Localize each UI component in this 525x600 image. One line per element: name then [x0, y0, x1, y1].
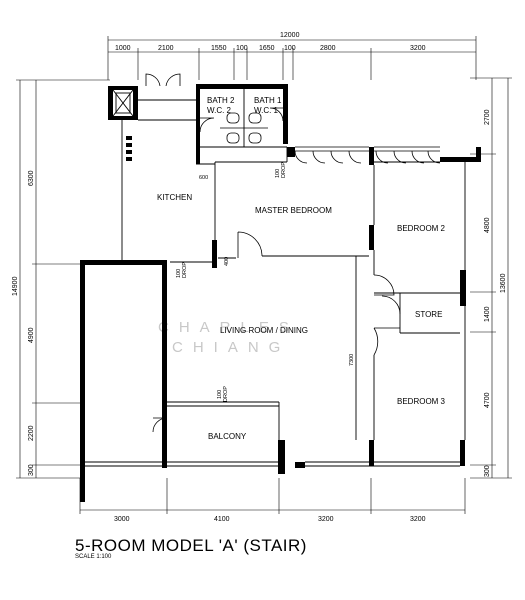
- bottom-dimension-chain: [79, 478, 466, 514]
- bath1-label-1: BATH 1: [254, 96, 282, 105]
- bath2-label-1: BATH 2: [207, 96, 235, 105]
- master-dim-400: 400: [224, 257, 230, 266]
- bedroom3-label: BEDROOM 3: [397, 397, 446, 406]
- left-total-dim: 14900: [12, 276, 19, 296]
- master-bedroom-label: MASTER BEDROOM: [255, 206, 332, 215]
- living-dining-label: LIVING ROOM / DINING: [220, 326, 308, 335]
- right-dim-1400: 1400: [484, 306, 491, 322]
- left-dim-300: 300: [28, 464, 35, 476]
- right-dim-300: 300: [484, 465, 491, 477]
- right-dim-4700: 4700: [484, 392, 491, 408]
- watermark-line2: CHIANG: [172, 339, 290, 356]
- bottom-dim-3000: 3000: [114, 516, 130, 523]
- kitchen-stove: [126, 136, 132, 161]
- door-swings: [145, 73, 401, 433]
- drop-note-a-2: DROP: [281, 162, 287, 178]
- bath1-label-2: W.C. 1: [254, 106, 279, 115]
- right-dim-2700: 2700: [484, 109, 491, 125]
- bottom-dim-3200a: 3200: [318, 516, 334, 523]
- top-dim-3200: 3200: [410, 45, 426, 52]
- top-dim-100b: 100: [284, 45, 296, 52]
- bath-fixtures: [220, 112, 268, 144]
- drop-note-a-1: 100: [275, 169, 281, 178]
- top-dim-1650: 1650: [259, 45, 275, 52]
- top-total-dim: 12000: [280, 32, 300, 39]
- bottom-dim-4100: 4100: [214, 516, 230, 523]
- top-windows: [294, 146, 441, 164]
- watermark-line1: CHARLES: [158, 319, 299, 336]
- right-total-dim: 13600: [500, 273, 507, 293]
- bottom-dim-3200b: 3200: [410, 516, 426, 523]
- left-dimension-chain: [16, 79, 110, 479]
- left-dim-2200: 2200: [28, 425, 35, 441]
- bath2-label-2: W.C. 2: [207, 106, 232, 115]
- top-dim-1550: 1550: [211, 45, 227, 52]
- top-dim-100a: 100: [236, 45, 248, 52]
- living-dim-7300: 7300: [349, 354, 355, 366]
- top-dim-2800: 2800: [320, 45, 336, 52]
- thick-walls: [80, 84, 481, 502]
- drop-note-b-2: DROP: [182, 262, 188, 278]
- drop-note-c-1: 100: [217, 390, 223, 399]
- bedroom2-label: BEDROOM 2: [397, 224, 446, 233]
- store-label: STORE: [415, 310, 442, 319]
- drop-note-c-2: DROP: [223, 386, 229, 402]
- right-dim-4800: 4800: [484, 217, 491, 233]
- kitchen-dim-600: 600: [199, 175, 208, 181]
- top-dimension-chain: [107, 36, 477, 80]
- kitchen-label: KITCHEN: [157, 193, 192, 202]
- drawing-scale: SCALE 1:100: [75, 554, 112, 560]
- right-dimension-chain: [470, 77, 512, 479]
- top-dim-2100: 2100: [158, 45, 174, 52]
- left-dim-4900: 4900: [28, 327, 35, 343]
- balcony-label: BALCONY: [208, 432, 247, 441]
- left-dim-6300: 6300: [28, 170, 35, 186]
- thin-walls: [85, 89, 466, 467]
- drawing-title: 5-ROOM MODEL 'A' (STAIR): [75, 536, 307, 555]
- top-dim-1000: 1000: [115, 45, 131, 52]
- drop-note-b-1: 100: [176, 269, 182, 278]
